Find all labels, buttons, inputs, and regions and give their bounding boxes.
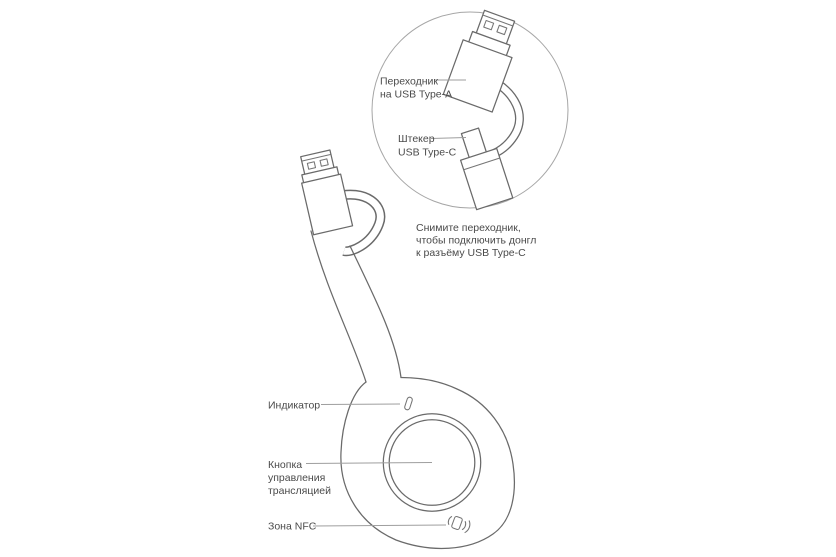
usb-a-endface-line [301,153,332,162]
label-nfc: Зона NFC [268,521,317,533]
usb-type-c-plug-detail [459,127,514,211]
nfc-arc-right-1 [461,520,467,531]
usb-a-hole-right [496,24,508,36]
leader-line-button [305,462,433,464]
usb-type-a-adapter-detail [442,9,516,113]
label-adapter-line2: на USB Type-A [380,89,452,101]
usb-a-hole-left [306,161,317,170]
note-line2: чтобы подключить донгл [416,235,536,247]
label-adapter-line1: Переходник [380,76,438,88]
usb-c-collar-line [463,157,500,171]
usb-a-hole-right [319,158,329,167]
callout-circle [371,11,569,209]
usb-a-adapter-body [442,39,513,113]
nfc-tag [451,516,463,530]
usb-type-a-connector [300,149,354,236]
detail-callout [371,9,569,211]
nfc-arc-right-2 [464,520,471,534]
note-line1: Снимите переходник, [416,222,521,234]
leader-line-nfc [312,524,447,527]
usb-a-endface-line [482,14,514,27]
label-button-line2: управления [268,472,325,484]
nfc-zone [447,515,471,534]
label-button-line1: Кнопка [268,459,302,471]
leader-line-indicator [320,403,401,405]
nfc-arc-left [447,515,453,526]
device-neck [310,230,402,383]
label-plug-line1: Штекер [398,133,435,145]
usb-c-body [459,147,514,211]
leader-lines [305,79,467,527]
usb-a-hole-left [483,19,495,31]
dongle-device [300,149,516,550]
leader-line-plug [430,137,467,139]
label-indicator: Индикатор [268,400,320,412]
indicator-led [404,396,413,411]
cable-loop [332,189,386,257]
label-button-line3: трансляцией [268,485,331,497]
led-indicator-slot [404,396,413,411]
usb-a-connector-body [301,173,354,236]
device-body [340,376,516,550]
label-plug-line2: USB Type-C [398,147,457,159]
note-line3: к разъёму USB Type-C [416,247,526,259]
labels: Переходник на USB Type-A Штекер USB Type… [268,76,536,533]
